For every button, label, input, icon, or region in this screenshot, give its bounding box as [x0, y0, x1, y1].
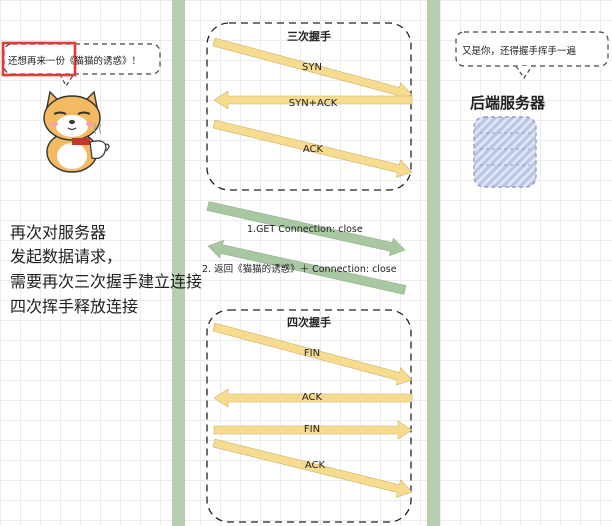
client-speech-bubble: 还想再来一份《猫猫的诱惑》！: [1, 41, 161, 88]
client-timeline: [172, 0, 185, 526]
teardown-arrow-4: [212, 438, 413, 498]
annotation-line-4: 四次挥手释放连接: [10, 297, 138, 316]
annotation: 再次对服务器 发起数据请求， 需要再次三次握手建立连接 四次挥手释放连接: [10, 223, 202, 316]
data-exchange-group: 1.GET Connection: close 2. 返回《猫猫的诱惑》＋ Co…: [202, 201, 407, 295]
server-timeline: [427, 0, 440, 526]
teardown-box: [206, 309, 412, 523]
handshake-label-2: SYN+ACK: [289, 98, 338, 109]
teardown-label-4: ACK: [305, 460, 326, 471]
teardown-arrow-3: [213, 420, 413, 440]
annotation-line-3: 需要再次三次握手建立连接: [10, 272, 202, 291]
highlight-box: [1, 41, 77, 77]
handshake-arrow-2: [213, 90, 413, 110]
annotation-line-1: 再次对服务器: [10, 223, 106, 242]
timelines: [172, 0, 440, 526]
server-label: 后端服务器: [470, 94, 546, 112]
server-rack-icon: [473, 116, 537, 188]
annotation-line-2: 发起数据请求，: [10, 247, 122, 266]
teardown-label-1: FIN: [304, 348, 320, 359]
response-label: 2. 返回《猫猫的诱惑》＋ Connection: close: [202, 263, 397, 275]
four-way-teardown-group: 四次握手 FIN ACK FIN ACK: [206, 309, 413, 523]
request-arrow: [206, 201, 406, 257]
three-way-handshake-group: 三次握手 SYN SYN+ACK ACK: [206, 22, 413, 191]
handshake-label-3: ACK: [303, 144, 324, 155]
handshake-box: [206, 22, 412, 191]
client-bubble-text: 还想再来一份《猫猫的诱惑》！: [8, 55, 141, 67]
response-arrow: [207, 239, 407, 295]
server-bubble-text: 又是你，还得握手挥手一遍: [462, 45, 577, 57]
teardown-arrow-2: [213, 388, 413, 408]
server-speech-bubble: 又是你，还得握手挥手一遍: [455, 31, 609, 80]
shiba-dog-drinking-coffee-icon: [43, 90, 110, 173]
teardown-arrow-1: [212, 322, 413, 386]
teardown-label-3: FIN: [304, 424, 320, 435]
handshake-title: 三次握手: [287, 29, 331, 43]
request-label: 1.GET Connection: close: [247, 224, 363, 235]
handshake-arrow-3: [212, 119, 413, 178]
handshake-label-1: SYN: [302, 62, 322, 73]
teardown-label-2: ACK: [302, 392, 323, 403]
teardown-title: 四次握手: [287, 315, 331, 329]
